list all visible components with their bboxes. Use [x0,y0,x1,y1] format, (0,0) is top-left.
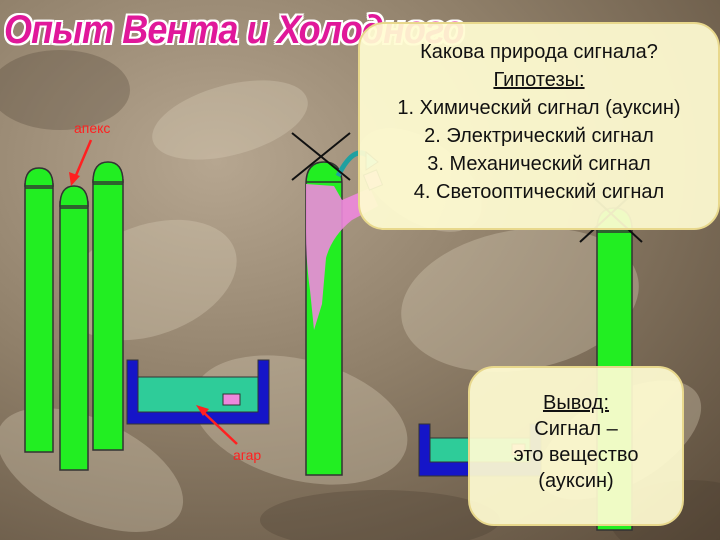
coleoptile-3 [93,162,123,450]
agar-label: агар [233,447,261,463]
conclusion-box: Вывод: Сигнал – это вещество (ауксин) [468,366,684,526]
hypothesis-item: 2. Электрический сигнал [360,122,718,150]
apex-label: апекс [74,120,110,136]
hypotheses-heading: Гипотезы: [360,66,718,94]
question-text: Какова природа сигнала? [360,38,718,66]
agar-dish-1 [127,360,269,424]
hypothesis-item: 3. Механический сигнал [360,150,718,178]
conclusion-line: это вещество [470,442,682,468]
conclusion-line: (ауксин) [470,468,682,494]
apex-arrow [69,140,91,186]
coleoptile-1 [25,168,53,452]
conclusion-heading: Вывод: [470,390,682,416]
coleoptile-2 [60,186,88,470]
conclusion-line: Сигнал – [470,416,682,442]
hypotheses-box: Какова природа сигнала? Гипотезы: 1. Хим… [358,22,720,230]
hypothesis-item: 4. Светооптический сигнал [360,178,718,206]
hypothesis-item: 1. Химический сигнал (ауксин) [360,94,718,122]
